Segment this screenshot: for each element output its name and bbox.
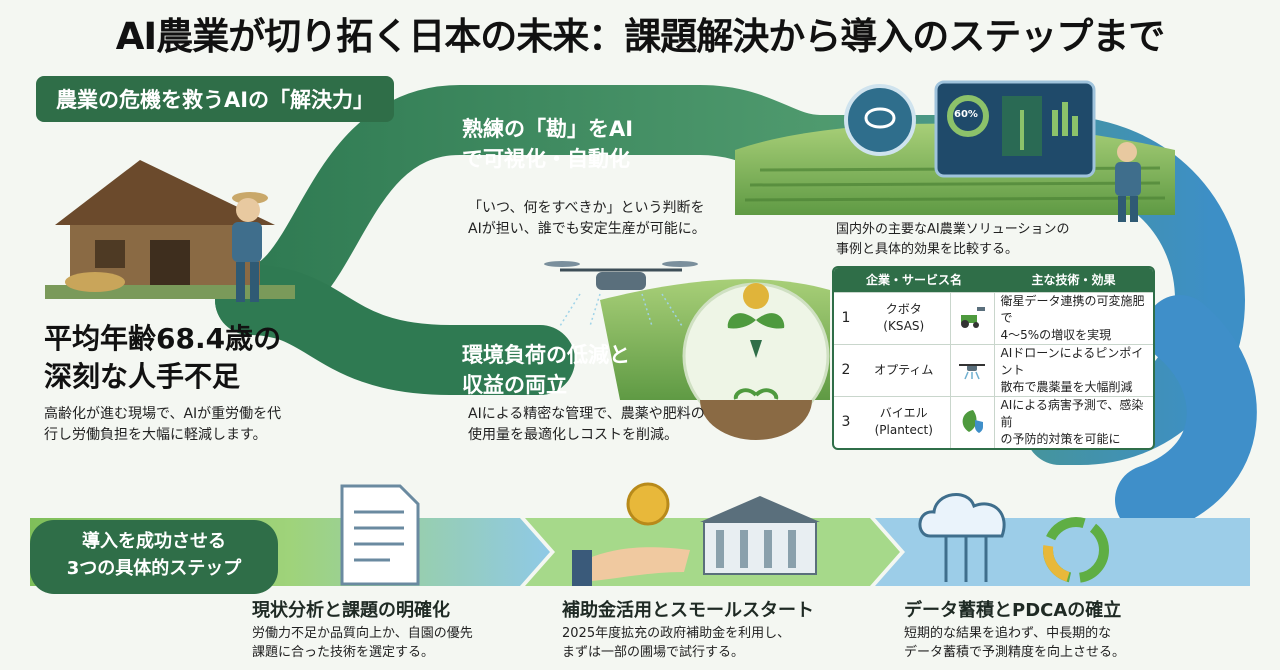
step-3-body-line1: 短期的な結果を追わず、中長期的な xyxy=(904,626,1112,641)
solution2-label: 環境負荷の低減と 収益の両立 xyxy=(462,340,702,400)
step-3-body-line2: データ蓄積で予測精度を向上させる。 xyxy=(904,645,1126,660)
row-number: 2 xyxy=(834,343,858,396)
step-2-body-line1: 2025年度拡充の政府補助金を利用し、 xyxy=(562,626,791,641)
row-number: 1 xyxy=(834,291,858,344)
row-company: オプティム xyxy=(858,343,951,396)
row-company-name: クボタ xyxy=(885,302,922,316)
step-1: 現状分析と課題の明確化 労働力不足か品質向上か、自園の優先 課題に合った技術を選… xyxy=(252,598,552,662)
problem-body-1: 高齢化が進む現場で、AIが重労働を代 xyxy=(44,406,282,422)
comparison-intro: 国内外の主要なAI農業ソリューションの 事例と具体的効果を比較する。 xyxy=(836,220,1166,260)
step-1-body-line1: 労働力不足か品質向上か、自園の優先 xyxy=(252,626,473,641)
row-effect-line1: 衛星データ連携の可変施肥で xyxy=(1000,293,1145,325)
header-effect: 主な技術・効果 xyxy=(994,268,1153,292)
table-row: 3 バイエル (Plantect) AIによる病害予測で、感染前 の予防的対策を… xyxy=(834,395,1153,448)
step-2-body-line2: まずは一部の圃場で試行する。 xyxy=(562,645,745,660)
table-row: 2 オプティム AIドローンによるピンポイント 散布で農薬量を大幅削減 xyxy=(834,343,1153,396)
row-effect-line2: 4〜5%の増収を実現 xyxy=(1000,327,1112,342)
row-company: バイエル (Plantect) xyxy=(858,395,951,448)
problem-block: 平均年齢68.4歳の 深刻な人手不足 高齢化が進む現場で、AIが重労働を代 行し… xyxy=(44,320,364,446)
solution1-body-line2: AIが担い、誰でも安定生産が可能に。 xyxy=(468,221,706,237)
row-effect-line2: の予防的対策を可能に xyxy=(1000,431,1121,446)
solution1-label: 熟練の「勘」をAI で可視化・自動化 xyxy=(462,114,702,174)
row-company: クボタ (KSAS) xyxy=(858,291,951,344)
solution2-label-line2: 収益の両立 xyxy=(462,373,567,397)
drone-illustration xyxy=(544,261,698,327)
comparison-table: 企業・サービス名 主な技術・効果 1 クボタ (KSAS) 衛星データ連携の可変… xyxy=(832,266,1155,450)
farmer-illustration xyxy=(232,192,268,302)
drone-icon xyxy=(950,343,995,396)
row-effect: 衛星データ連携の可変施肥で 4〜5%の増収を実現 xyxy=(994,291,1153,344)
solution2-body-line1: AIによる精密な管理で、農薬や肥料の xyxy=(468,406,705,422)
step-3: データ蓄積とPDCAの確立 短期的な結果を追わず、中長期的な データ蓄積で予測精… xyxy=(904,598,1204,662)
row-number: 3 xyxy=(834,395,858,448)
dashboard-gauge-text: 60% xyxy=(954,109,978,120)
solution1-body: 「いつ、何をすべきか」という判断を AIが担い、誰でも安定生産が可能に。 xyxy=(468,198,748,240)
solution2-label-line1: 環境負荷の低減と xyxy=(462,343,630,367)
section-label: 農業の危機を救うAIの「解決力」 xyxy=(36,76,394,122)
step-3-title: データ蓄積とPDCAの確立 xyxy=(904,600,1122,621)
step-1-body-line2: 課題に合った技術を選定する。 xyxy=(252,645,435,660)
row-effect: AIによる病害予測で、感染前 の予防的対策を可能に xyxy=(994,395,1153,448)
problem-headline-2: 深刻な人手不足 xyxy=(44,360,241,393)
solution1-label-line1: 熟練の「勘」をAI xyxy=(462,117,634,141)
steps-label: 導入を成功させる 3つの具体的ステップ xyxy=(34,528,274,582)
comparison-intro-line2: 事例と具体的効果を比較する。 xyxy=(836,242,1019,257)
solution1-body-line1: 「いつ、何をすべきか」という判断を xyxy=(468,200,705,216)
row-effect-line1: AIドローンによるピンポイント xyxy=(1000,345,1144,377)
problem-body-2: 行し労働負担を大幅に軽減します。 xyxy=(44,427,267,443)
row-effect-line1: AIによる病害予測で、感染前 xyxy=(1000,397,1144,429)
solution2-body-line2: 使用量を最適化しコストを削減。 xyxy=(468,427,678,443)
step-1-title: 現状分析と課題の明確化 xyxy=(252,600,450,621)
row-company-sub: (Plantect) xyxy=(874,423,933,438)
farmhouse-illustration xyxy=(45,160,295,299)
table-row: 1 クボタ (KSAS) 衛星データ連携の可変施肥で 4〜5%の増収を実現 xyxy=(834,291,1153,344)
tractor-satellite-icon xyxy=(950,291,995,344)
problem-headline-1: 平均年齢68.4歳の xyxy=(44,322,282,355)
main-title: AI農業が切り拓く日本の未来：課題解決から導入のステップまで xyxy=(115,15,1165,58)
solution2-body: AIによる精密な管理で、農薬や肥料の 使用量を最適化しコストを削減。 xyxy=(468,404,758,446)
leaf-shield-icon xyxy=(950,395,995,448)
row-company-sub: (KSAS) xyxy=(883,319,925,333)
steps-label-line2: 3つの具体的ステップ xyxy=(66,558,242,579)
document-illustration xyxy=(340,484,420,586)
step-2-title: 補助金活用とスモールスタート xyxy=(562,600,814,621)
row-effect: AIドローンによるピンポイント 散布で農薬量を大幅削減 xyxy=(994,343,1153,396)
row-company-name: オプティム xyxy=(874,362,934,377)
row-company-name: バイエル xyxy=(879,406,928,421)
solution1-label-line2: で可視化・自動化 xyxy=(462,147,630,171)
header-company: 企業・サービス名 xyxy=(834,268,994,292)
steps-label-line1: 導入を成功させる xyxy=(82,531,226,552)
step-2: 補助金活用とスモールスタート 2025年度拡充の政府補助金を利用し、 まずは一部… xyxy=(562,598,872,662)
row-effect-line2: 散布で農薬量を大幅削減 xyxy=(1000,379,1133,394)
comparison-intro-line1: 国内外の主要なAI農業ソリューションの xyxy=(836,222,1070,237)
